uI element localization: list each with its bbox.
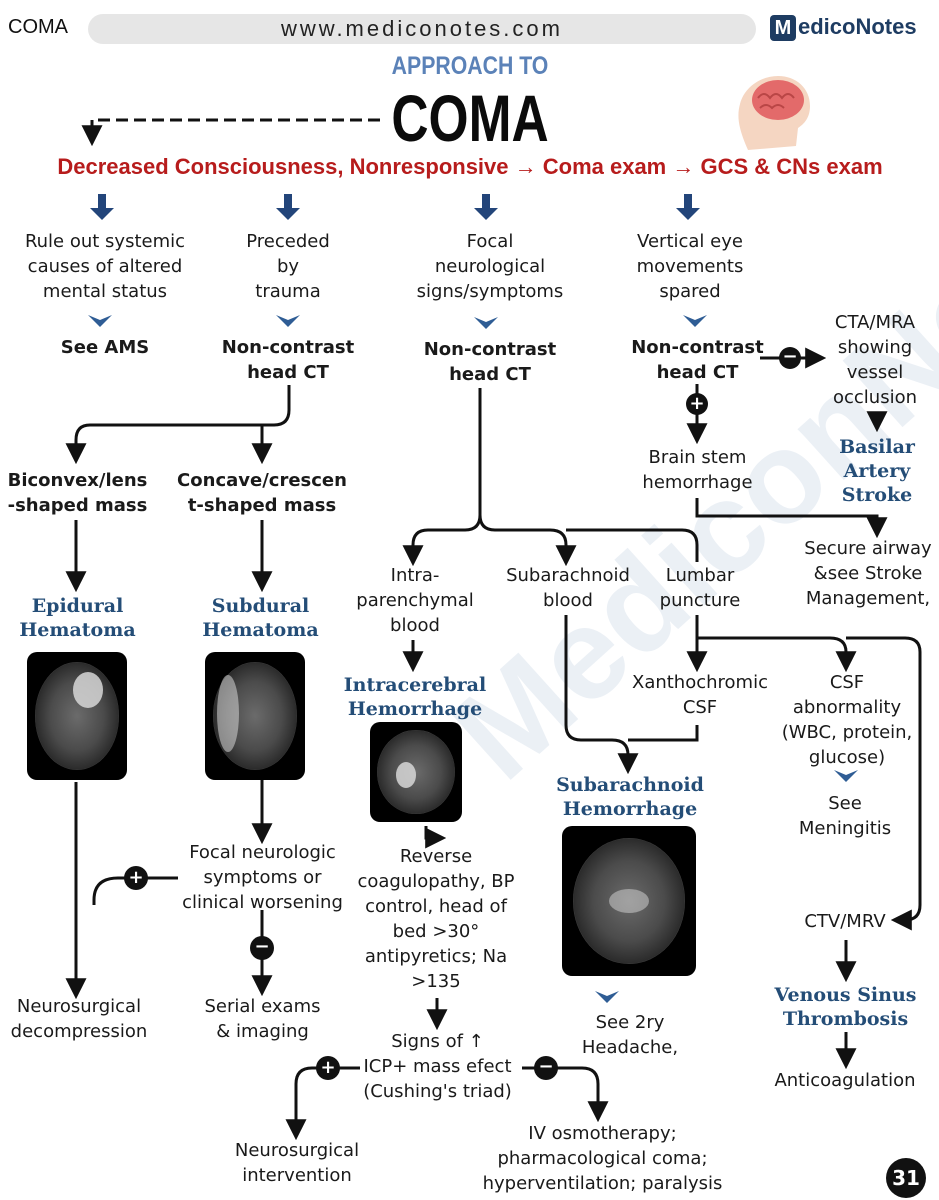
node-see-headache: See 2ry Headache, <box>581 1012 679 1058</box>
header-topic: COMA <box>8 16 68 38</box>
node-systemic: Rule out systemic causes of altered ment… <box>24 231 186 302</box>
minus-sign: − <box>250 936 274 960</box>
url-text[interactable]: www.mediconotes.com <box>281 16 563 41</box>
node-focal: Focal neurological signs/symptoms <box>416 231 564 302</box>
node-icp: Signs of ↑ ICP+ mass efect (Cushing's tr… <box>363 1031 512 1102</box>
plus-sign: + <box>316 1056 340 1080</box>
node-xanthochromic: Xanthochromic CSF <box>631 672 768 718</box>
brain-icon <box>738 76 810 150</box>
node-iv-osmo: IV osmotherapy; pharmacological coma; hy… <box>482 1123 723 1194</box>
node-biconvex: Biconvex/lens -shaped mass <box>7 470 148 516</box>
node-subdural: Subdural Hematoma <box>202 595 319 641</box>
minus-sign: − <box>779 347 801 369</box>
node-lumbar: Lumbar puncture <box>659 565 741 611</box>
node-see-meningitis: See Meningitis <box>798 793 892 839</box>
node-subarachnoid-blood: Subarachnoid blood <box>506 565 630 611</box>
node-intra: Intra- parenchymal blood <box>356 565 474 636</box>
node-brainstem: Brain stem hemorrhage <box>642 447 753 493</box>
node-venous: Venous Sinus Thrombosis <box>774 984 917 1030</box>
node-anticoag: Anticoagulation <box>774 1070 916 1091</box>
intracerebral-ct-image <box>370 722 462 822</box>
node-sah: Subarachnoid Hemorrhage <box>556 774 704 820</box>
page-number: 31 <box>886 1158 926 1198</box>
node-see-ams: See AMS <box>60 337 150 358</box>
node-secure: Secure airway &see Stroke Management, <box>804 538 932 609</box>
node-trauma: Preceded by trauma <box>246 231 330 302</box>
node-ct-vertical: Non-contrast head CT <box>631 337 764 383</box>
node-ct-focal: Non-contrast head CT <box>423 339 557 385</box>
node-reverse: Reverse coagulopathy, BP control, head o… <box>357 846 515 992</box>
node-neuro-decomp: Neurosurgical decompression <box>10 996 148 1042</box>
node-serial: Serial exams & imaging <box>204 996 321 1042</box>
title-small: APPROACH TO <box>391 52 549 80</box>
node-cta: CTA/MRA showing vessel occlusion <box>832 312 917 408</box>
node-csf-abn: CSF abnormality (WBC, protein, glucose) <box>781 672 913 768</box>
node-vertical: Vertical eye movements spared <box>636 231 744 302</box>
minus-sign: − <box>534 1056 558 1080</box>
node-ich: Intracerebral Hemorrhage <box>343 674 487 720</box>
plus-sign: + <box>124 866 148 890</box>
node-epidural: Epidural Hematoma <box>19 595 136 641</box>
node-focal-worse: Focal neurologic symptoms or clinical wo… <box>182 842 343 913</box>
title-big: COMA <box>391 81 549 155</box>
node-concave: Concave/crescen t-shaped mass <box>177 470 347 516</box>
epidural-ct-image <box>27 652 127 780</box>
subarachnoid-ct-image <box>562 826 696 976</box>
brand-name: edicoNotes <box>798 14 917 39</box>
node-neuro-interv: Neurosurgical intervention <box>234 1140 360 1186</box>
url-bar <box>88 14 756 44</box>
brand-logo-icon: M <box>770 15 796 41</box>
node-ctv: CTV/MRV <box>804 911 886 932</box>
node-ct-trauma: Non-contrast head CT <box>221 337 355 383</box>
subdural-ct-image <box>205 652 305 780</box>
subtitle: Decreased Consciousness, Nonresponsive →… <box>57 154 883 179</box>
plus-sign: + <box>686 393 708 415</box>
node-basilar: Basilar Artery Stroke <box>839 436 915 506</box>
